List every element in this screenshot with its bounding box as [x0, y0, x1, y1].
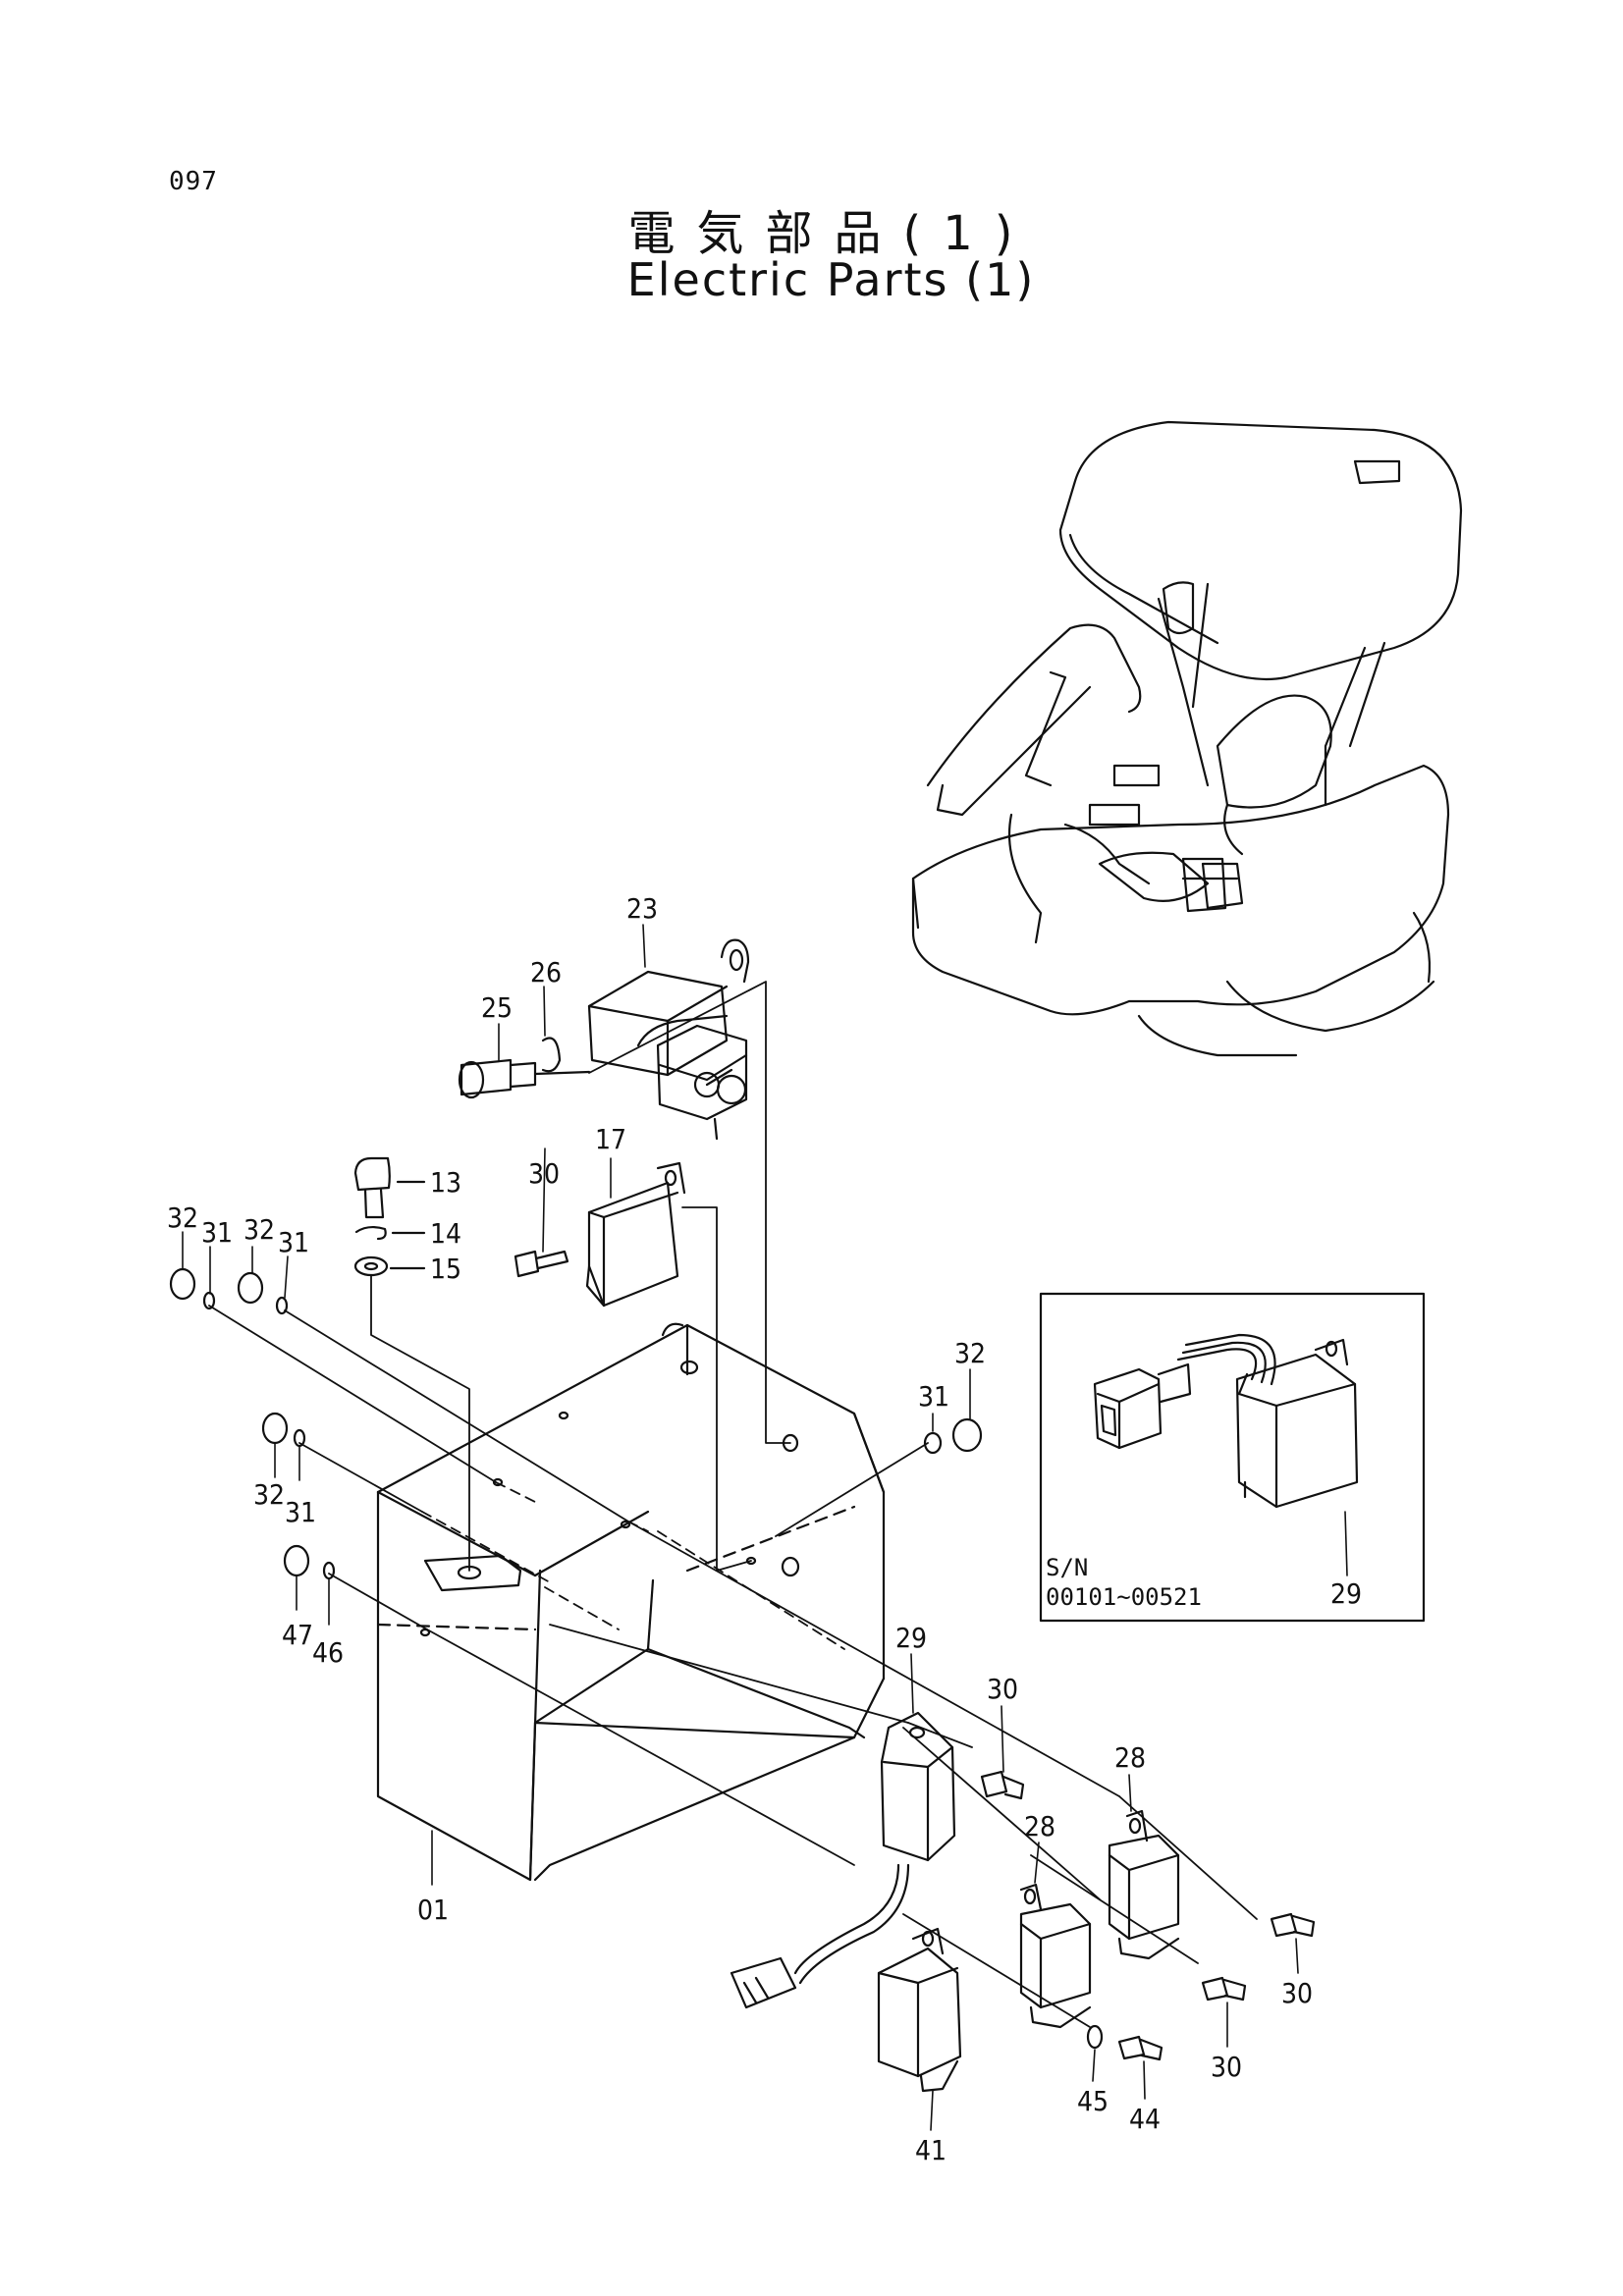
callout-32-c: 32: [253, 1478, 285, 1511]
part-23: [587, 938, 750, 1141]
callout-46: 46: [312, 1636, 344, 1669]
callout-29: 29: [895, 1622, 927, 1654]
callout-30-upper: 30: [528, 1157, 560, 1190]
callout-labels: 23 26 25 17 30 13 14 15 32 31 32 31 32 3…: [167, 892, 1362, 2166]
callout-30-middle: 30: [987, 1673, 1018, 1705]
bracket-01: [376, 1322, 886, 1882]
callout-14: 14: [430, 1217, 461, 1250]
callout-01: 01: [417, 1894, 449, 1926]
callout-32-b: 32: [243, 1213, 275, 1246]
parts-44-45: [1086, 2024, 1163, 2061]
callout-45: 45: [1077, 2085, 1109, 2117]
inset-box: [1039, 1292, 1426, 1623]
part-29-relay: [730, 1711, 956, 2009]
callout-17: 17: [595, 1123, 626, 1155]
callout-41: 41: [915, 2134, 947, 2166]
inset-callout-29: 29: [1330, 1577, 1362, 1610]
callout-32-a: 32: [167, 1201, 198, 1234]
nuts-washers-right: [923, 1417, 983, 1455]
part-17: [585, 1161, 686, 1308]
title-english: Electric Parts (1): [626, 253, 1036, 306]
callout-15: 15: [430, 1253, 461, 1285]
callout-13: 13: [430, 1166, 461, 1199]
assembly-lines: [208, 981, 1258, 2028]
callout-44: 44: [1129, 2103, 1161, 2135]
callout-25: 25: [481, 991, 513, 1024]
callout-23: 23: [626, 892, 658, 925]
callout-28-b: 28: [1024, 1810, 1055, 1842]
callout-31-c: 31: [285, 1496, 316, 1528]
title-japanese: 電気部品(1): [627, 206, 1035, 261]
parts-13-14-15: [353, 1156, 426, 1277]
nuts-washers-left: [169, 1267, 336, 1580]
callout-31-d: 31: [918, 1380, 949, 1413]
inset-sn-range: 00101~00521: [1046, 1583, 1202, 1611]
screw-30-middle: [980, 1770, 1025, 1800]
parts-25-26: [458, 1037, 591, 1099]
callout-30-right-lower: 30: [1211, 2051, 1242, 2083]
callout-leaders: [182, 924, 1299, 2131]
machine-canopy-illustration: [911, 420, 1463, 1057]
callout-28-a: 28: [1114, 1741, 1146, 1774]
part-41: [877, 1927, 962, 2093]
page-number: 097: [169, 167, 218, 196]
screws-30-right: [1201, 1912, 1316, 2002]
callout-31-b: 31: [278, 1226, 309, 1258]
callout-30-right-upper: 30: [1281, 1977, 1313, 2009]
callout-32-d: 32: [954, 1337, 986, 1369]
screw-30-upper: [514, 1250, 569, 1278]
inset-sn-label: S/N: [1046, 1554, 1088, 1581]
part-28-relays: [1019, 1809, 1180, 2029]
callout-26: 26: [530, 956, 562, 988]
callout-47: 47: [282, 1619, 313, 1651]
callout-31-a: 31: [201, 1216, 233, 1249]
